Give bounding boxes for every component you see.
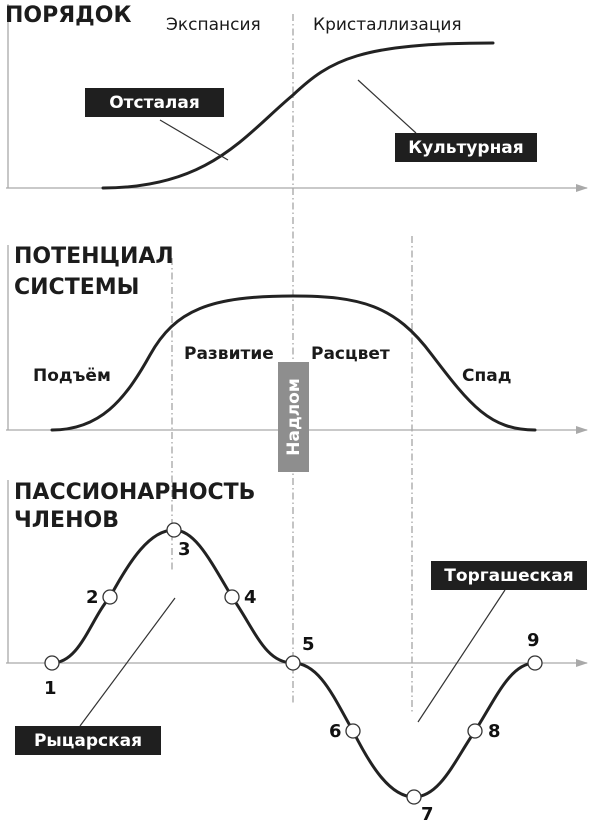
point-3: 3 — [166, 522, 191, 560]
panel2-title-line2: СИСТЕМЫ — [14, 275, 139, 300]
panel2-title-line1: ПОТЕНЦИАЛ — [14, 244, 174, 269]
point-1: 1 — [44, 655, 60, 699]
order-curve — [101, 41, 495, 190]
point-4: 4 — [224, 587, 257, 608]
label-otstalaya: Отсталая — [85, 88, 224, 117]
panel3-title-line2: ЧЛЕНОВ — [14, 508, 119, 533]
phase-rastsvet: Расцвет — [311, 344, 390, 364]
point-5-label: 5 — [302, 634, 315, 655]
point-7: 7 — [406, 789, 434, 825]
point-8-label: 8 — [488, 721, 501, 742]
point-6-label: 6 — [329, 721, 342, 742]
point-9: 9 — [527, 630, 543, 671]
leader-rytsarskaya — [79, 597, 176, 727]
label-kulturnaya: Культурная — [395, 133, 537, 162]
phase-crystallization: Кристаллизация — [313, 15, 462, 35]
point-9-label: 9 — [527, 630, 540, 651]
label-rytsarskaya-text: Рыцарская — [34, 731, 142, 751]
phase-razvitie: Развитие — [184, 344, 274, 364]
leader-otstalaya — [159, 119, 229, 161]
leader-kulturnaya — [357, 79, 417, 134]
point-3-label: 3 — [178, 539, 191, 560]
phase-expansion: Экспансия — [166, 15, 261, 35]
panel3-title-line1: ПАССИОНАРНОСТЬ — [14, 480, 255, 505]
point-2: 2 — [86, 587, 118, 608]
point-7-label: 7 — [421, 804, 434, 825]
point-8: 8 — [467, 721, 501, 742]
potential-curve — [50, 294, 537, 432]
label-nadlom-text: Надлом — [284, 378, 304, 455]
point-2-label: 2 — [86, 587, 99, 608]
leader-torgasheskaya — [417, 589, 506, 723]
label-nadlom: Надлом — [278, 362, 309, 472]
panel1-title: ПОРЯДОК — [5, 3, 131, 28]
label-rytsarskaya: Рыцарская — [15, 726, 161, 755]
phase-spad: Спад — [462, 366, 511, 386]
label-kulturnaya-text: Культурная — [408, 138, 523, 158]
point-1-label: 1 — [44, 678, 57, 699]
label-torgasheskaya-text: Торгашеская — [444, 566, 573, 586]
label-otstalaya-text: Отсталая — [109, 93, 200, 113]
point-5: 5 — [285, 634, 315, 671]
point-6: 6 — [329, 721, 361, 742]
point-4-label: 4 — [244, 587, 257, 608]
label-torgasheskaya: Торгашеская — [431, 561, 587, 590]
phase-podyom: Подъём — [33, 366, 111, 386]
